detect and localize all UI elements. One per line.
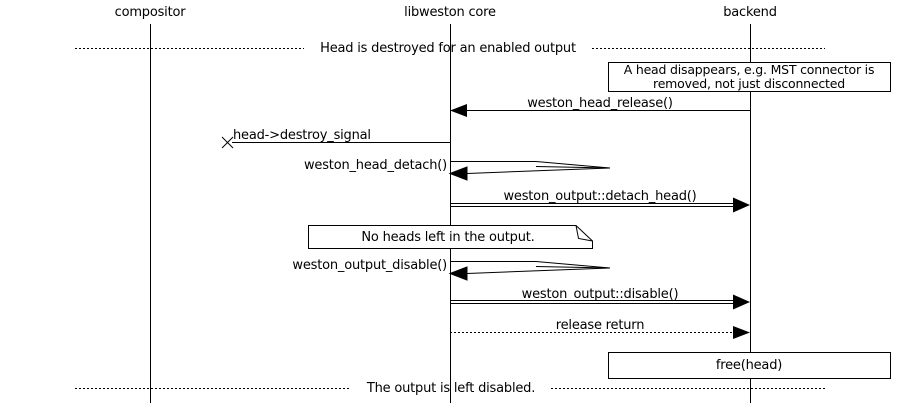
box-head-disappears [608,62,891,92]
participant-label-libweston-core: libweston core [404,5,496,20]
selfcall-weston-output-disable [448,261,611,281]
arrow-head-destroy-signal [221,136,450,149]
participant-label-compositor: compositor [114,5,186,20]
message-label-weston-output-detach-head: weston_output::detach_head() [503,189,697,204]
message-label-release-return: release return [555,318,645,333]
participant-label-backend: backend [723,5,777,20]
selfcall-weston-head-detach [448,161,611,181]
note-fold-icon [575,225,593,242]
arrowhead-left [450,104,467,117]
lost-cross-icon [221,136,234,149]
message-label-weston-output-disable-method: weston_output::disable() [521,287,679,302]
message-label-weston-head-detach: weston_head_detach() [304,158,447,173]
message-label-weston-head-release: weston_head_release() [527,96,673,111]
box-label-free-head: free(head) [715,358,783,373]
message-label-weston-output-disable-call: weston_output_disable() [292,258,447,273]
arrowhead-right [733,294,750,310]
note-no-heads-left [308,225,593,249]
box-head-disappears-line1: A head disappears, e.g. MST connector is [623,62,875,77]
arrowhead-left [448,266,468,281]
note-label-no-heads-left: No heads left in the output. [361,230,535,245]
arrow-weston-output-detach-head [450,197,750,213]
box-head-disappears-line2: removed, not just disconnected [653,76,845,91]
arrow-weston-head-release [450,104,750,117]
divider-label-top: Head is destroyed for an enabled output [320,41,576,56]
arrow-release-return [450,326,750,339]
divider-label-bottom: The output is left disabled. [366,381,536,396]
arrowhead-right [733,326,750,339]
arrowhead-right [733,197,750,213]
box-free-head [608,352,891,379]
message-label-head-destroy-signal: head->destroy_signal [233,128,371,143]
arrowhead-left [448,166,468,181]
arrow-weston-output-disable [450,294,750,310]
